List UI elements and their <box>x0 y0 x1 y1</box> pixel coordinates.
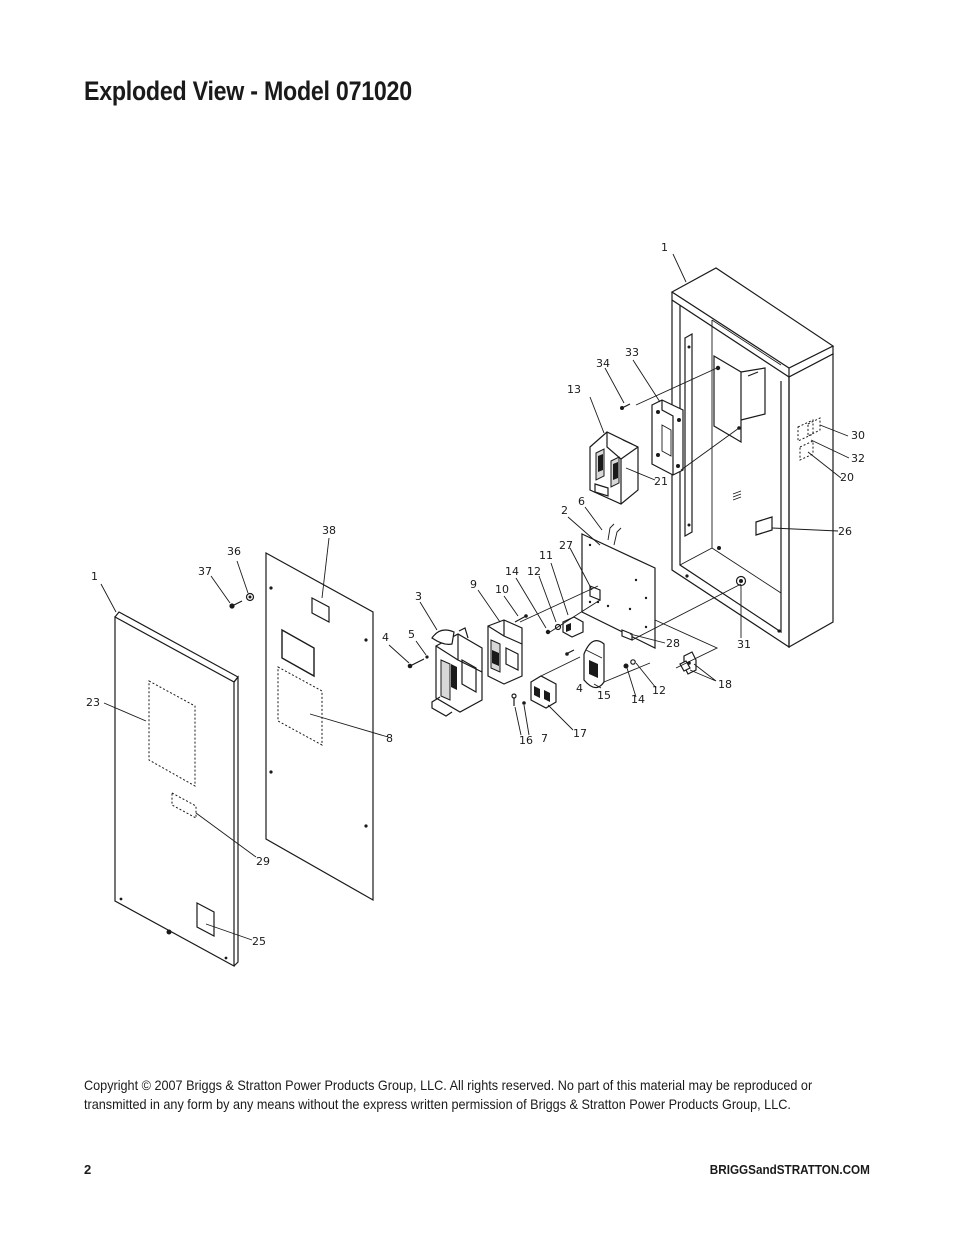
callout-part-12a: 12 <box>527 565 541 578</box>
callout-part-8: 8 <box>386 732 393 745</box>
callout-labels: 1 1 2 3 4 4 5 6 7 8 9 10 11 12 12 13 14 … <box>86 241 865 948</box>
callout-part-15: 15 <box>597 689 611 702</box>
callout-part-32: 32 <box>851 452 865 465</box>
callout-part-10: 10 <box>495 583 509 596</box>
callout-part-36: 36 <box>227 545 241 558</box>
terminal-17 <box>530 675 557 709</box>
callout-part-20: 20 <box>840 471 854 484</box>
callout-part-38: 38 <box>322 524 336 537</box>
enclosure-box <box>670 267 835 649</box>
front-door <box>114 611 239 968</box>
callout-enclosure-top: 1 <box>661 241 668 254</box>
callout-part-7: 7 <box>541 732 548 745</box>
fasteners-16-7 <box>511 649 575 706</box>
callout-part-4a: 4 <box>382 631 389 644</box>
callout-part-27: 27 <box>559 539 573 552</box>
callout-part-16: 16 <box>519 734 533 747</box>
screw-4-5 <box>407 655 429 669</box>
callout-part-28: 28 <box>666 637 680 650</box>
callout-part-5: 5 <box>408 628 415 641</box>
callout-part-31: 31 <box>737 638 751 651</box>
callout-part-21: 21 <box>654 475 668 488</box>
circuit-breaker <box>589 431 639 505</box>
callout-part-25: 25 <box>252 935 266 948</box>
callout-part-29: 29 <box>256 855 270 868</box>
callout-part-33: 33 <box>625 346 639 359</box>
callout-part-14a: 14 <box>505 565 519 578</box>
callout-part-3: 3 <box>415 590 422 603</box>
page-title: Exploded View - Model 071020 <box>84 76 412 106</box>
breaker-bracket <box>651 399 684 476</box>
callout-part-2: 2 <box>561 504 568 517</box>
callout-part-34: 34 <box>596 357 610 370</box>
clamps-18 <box>623 651 697 675</box>
callout-part-6: 6 <box>578 495 585 508</box>
callout-part-11: 11 <box>539 549 553 562</box>
website-url: BRIGGSandSTRATTON.COM <box>709 1162 870 1177</box>
callout-door: 1 <box>91 570 98 583</box>
page-number: 2 <box>84 1162 92 1177</box>
callout-part-18: 18 <box>718 678 732 691</box>
copyright-notice: Copyright © 2007 Briggs & Stratton Power… <box>84 1078 813 1112</box>
isolator-15 <box>583 640 605 689</box>
callout-part-26: 26 <box>838 525 852 538</box>
callout-part-14b: 14 <box>631 693 645 706</box>
transfer-switch <box>431 627 483 717</box>
callout-part-37: 37 <box>198 565 212 578</box>
control-board <box>487 619 523 685</box>
screws-36-37 <box>229 592 255 609</box>
callout-part-4b: 4 <box>576 682 583 695</box>
screw-34 <box>620 403 631 410</box>
backplate-panel <box>581 523 656 649</box>
callout-part-30: 30 <box>851 429 865 442</box>
callout-part-17: 17 <box>573 727 587 740</box>
callout-part-23: 23 <box>86 696 100 709</box>
leader-lines <box>100 253 850 941</box>
dead-front-panel <box>265 551 374 902</box>
callout-part-13: 13 <box>567 383 581 396</box>
callout-part-9: 9 <box>470 578 477 591</box>
callout-part-12b: 12 <box>652 684 666 697</box>
